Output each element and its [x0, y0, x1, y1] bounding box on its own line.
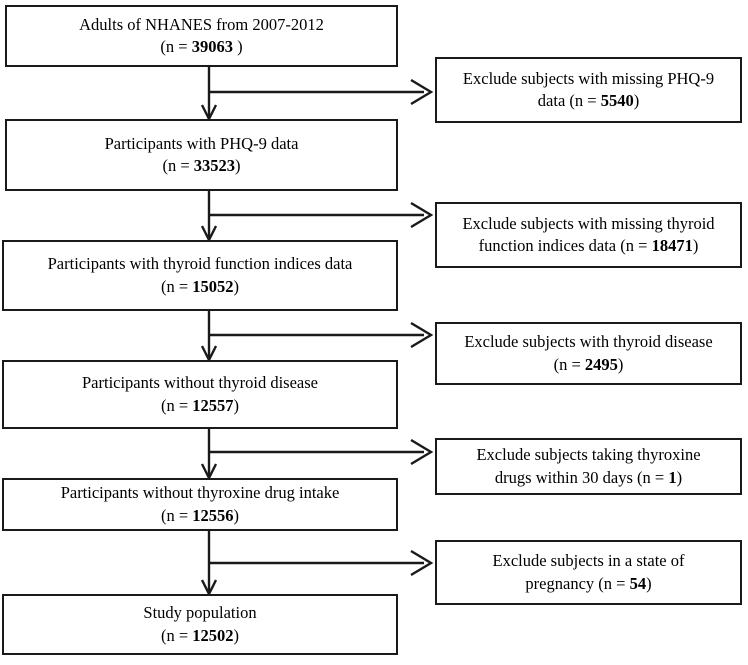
- count-prefix: (n =: [160, 625, 193, 645]
- node-without-thyroxine-intake: Participants without thyroxine drug inta…: [2, 478, 398, 531]
- count-value: 33523: [193, 156, 236, 175]
- node-line-2: (n = 12556): [10, 505, 390, 527]
- count-value: 39063: [191, 37, 233, 56]
- node-line-2: data (n = 5540): [443, 90, 734, 112]
- count-prefix: (n =: [160, 276, 193, 296]
- node-exclude-missing-thyroid-indices: Exclude subjects with missing thyroid fu…: [435, 202, 742, 268]
- node-exclude-missing-phq9: Exclude subjects with missing PHQ-9 data…: [435, 57, 742, 123]
- count-prefix: (n =: [553, 354, 585, 374]
- down-arrowhead-5: [200, 579, 218, 597]
- count-value: 12556: [192, 505, 234, 525]
- node-line-1: Participants with thyroid function indic…: [47, 254, 353, 274]
- down-arrowhead-2: [200, 225, 218, 243]
- branch-arrowhead-2: [410, 201, 434, 229]
- branch-arrowhead-3: [410, 321, 434, 349]
- count-prefix: pregnancy (n =: [525, 573, 630, 593]
- node-line-1: Participants without thyroid disease: [81, 373, 318, 393]
- count-suffix: ): [646, 573, 652, 593]
- count-value: 2495: [584, 354, 618, 374]
- node-line-1: Exclude subjects with thyroid disease: [464, 332, 713, 352]
- count-prefix: (n =: [162, 156, 194, 175]
- count-suffix: ): [692, 236, 699, 255]
- node-line-2: (n = 12557): [10, 395, 390, 417]
- branch-arrowhead-1: [410, 78, 434, 106]
- count-value: 5540: [600, 91, 634, 110]
- node-line-2: (n = 2495): [443, 354, 734, 376]
- count-prefix: drugs within 30 days (n =: [494, 467, 669, 487]
- down-arrowhead-1: [200, 104, 218, 122]
- node-exclude-thyroid-disease: Exclude subjects with thyroid disease (n…: [435, 322, 742, 385]
- node-line-1: Exclude subjects with missing thyroid: [462, 213, 715, 233]
- node-line-1: Exclude subjects in a state of: [492, 551, 685, 571]
- down-arrowhead-4: [200, 463, 218, 481]
- count-suffix: ): [233, 505, 240, 525]
- node-exclude-pregnancy: Exclude subjects in a state of pregnancy…: [435, 540, 742, 605]
- node-line-2: drugs within 30 days (n = 1): [443, 467, 734, 489]
- count-suffix: ): [617, 354, 624, 374]
- branch-arrowhead-4: [410, 438, 434, 466]
- node-line-2: pregnancy (n = 54): [443, 573, 734, 595]
- node-line-1: Participants with PHQ-9 data: [104, 133, 299, 153]
- node-without-thyroid-disease: Participants without thyroid disease (n …: [2, 360, 398, 429]
- count-prefix: (n =: [160, 505, 193, 525]
- count-suffix: ): [232, 37, 243, 56]
- node-study-population: Study population (n = 12502): [2, 594, 398, 655]
- count-value: 18471: [651, 236, 693, 255]
- count-prefix: (n =: [160, 37, 192, 56]
- count-suffix: ): [233, 625, 240, 645]
- node-line-2: function indices data (n = 18471): [443, 235, 734, 257]
- node-adults-nhanes: Adults of NHANES from 2007-2012 (n = 390…: [5, 5, 398, 67]
- branch-arrowhead-5: [410, 549, 434, 577]
- node-line-2: (n = 39063 ): [13, 36, 390, 58]
- node-line-1: Study population: [143, 603, 257, 623]
- count-value: 54: [629, 573, 647, 593]
- node-thyroid-function-indices: Participants with thyroid function indic…: [2, 240, 398, 311]
- count-value: 15052: [192, 276, 234, 296]
- node-line-1: Participants without thyroxine drug inta…: [60, 483, 340, 503]
- count-suffix: ): [676, 467, 683, 487]
- count-prefix: (n =: [160, 395, 193, 415]
- count-prefix: data (n =: [537, 91, 601, 110]
- count-suffix: ): [633, 91, 640, 110]
- node-line-1: Adults of NHANES from 2007-2012: [79, 14, 324, 34]
- node-line-1: Exclude subjects with missing PHQ-9: [462, 68, 715, 88]
- count-suffix: ): [233, 395, 240, 415]
- count-value: 12557: [192, 395, 234, 415]
- node-line-2: (n = 12502): [10, 625, 390, 647]
- node-line-1: Exclude subjects taking thyroxine: [476, 445, 701, 465]
- node-line-2: (n = 33523): [13, 155, 390, 177]
- count-suffix: ): [235, 156, 241, 175]
- count-value: 12502: [192, 625, 234, 645]
- count-suffix: ): [233, 276, 240, 296]
- count-value: 1: [668, 467, 677, 487]
- node-phq9-data: Participants with PHQ-9 data (n = 33523): [5, 119, 398, 191]
- node-exclude-thyroxine-drugs: Exclude subjects taking thyroxine drugs …: [435, 438, 742, 495]
- count-prefix: function indices data (n =: [478, 236, 652, 255]
- down-arrowhead-3: [200, 345, 218, 363]
- node-line-2: (n = 15052): [10, 276, 390, 298]
